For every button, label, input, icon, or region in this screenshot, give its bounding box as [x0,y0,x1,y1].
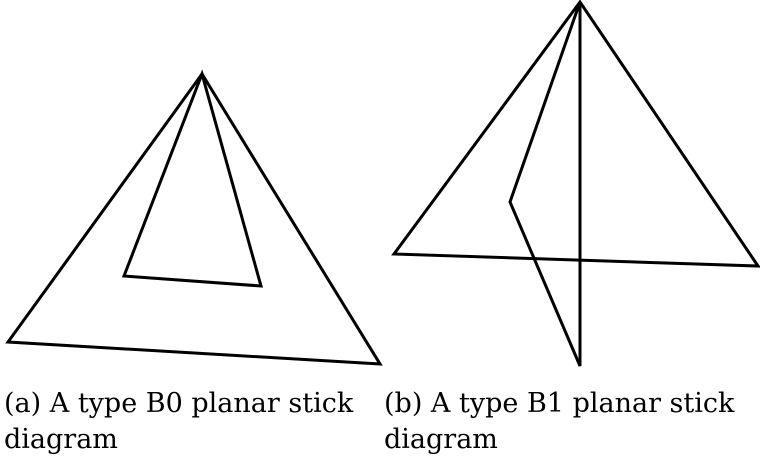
b1-crossing-stick [508,1,582,367]
diagram-b1 [391,0,760,367]
b0-inner-loop [121,69,264,288]
b0-outer-triangle [5,71,383,366]
b1-outer-triangle [391,0,760,268]
caption-b: (b) A type B1 planar stick diagram [384,388,735,455]
diagram-b0 [5,69,383,366]
caption-a: (a) A type B0 planar stick diagram [4,388,354,455]
stick-diagram-figure [5,0,760,367]
